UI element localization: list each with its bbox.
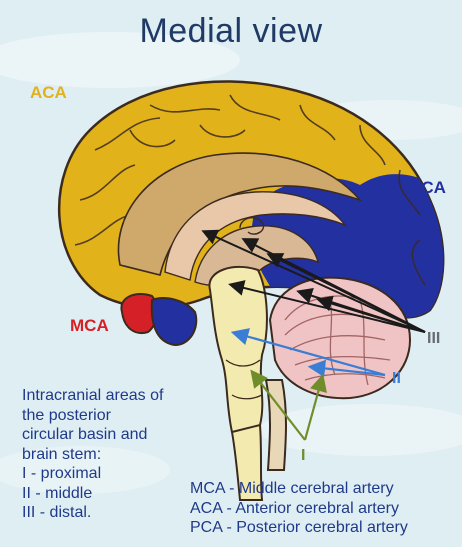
- caption-line: III - distal.: [22, 503, 207, 523]
- pca-label: PCA: [410, 178, 446, 198]
- marker-proximal: I: [301, 447, 305, 465]
- legend-pca: PCA - Posterior cerebral artery: [190, 518, 408, 538]
- caption-line: I - proximal: [22, 464, 207, 484]
- figure-title: Medial view: [0, 12, 462, 51]
- cerebellum: [270, 278, 410, 399]
- legend-aca: ACA - Anterior cerebral artery: [190, 499, 408, 519]
- caption-line: II - middle: [22, 484, 207, 504]
- mca-label: MCA: [70, 316, 109, 336]
- marker-middle: II: [392, 370, 401, 388]
- caption-line: circular basin and: [22, 425, 207, 445]
- caption-line: the posterior: [22, 406, 207, 426]
- aca-label: ACA: [30, 83, 67, 103]
- caption-line: Intracranial areas of: [22, 386, 207, 406]
- legend-block: MCA - Middle cerebral artery ACA - Anter…: [190, 479, 408, 538]
- legend-mca: MCA - Middle cerebral artery: [190, 479, 408, 499]
- caption-block: Intracranial areas of the posterior circ…: [22, 386, 207, 523]
- caption-line: brain stem:: [22, 445, 207, 465]
- marker-distal: III: [427, 330, 440, 348]
